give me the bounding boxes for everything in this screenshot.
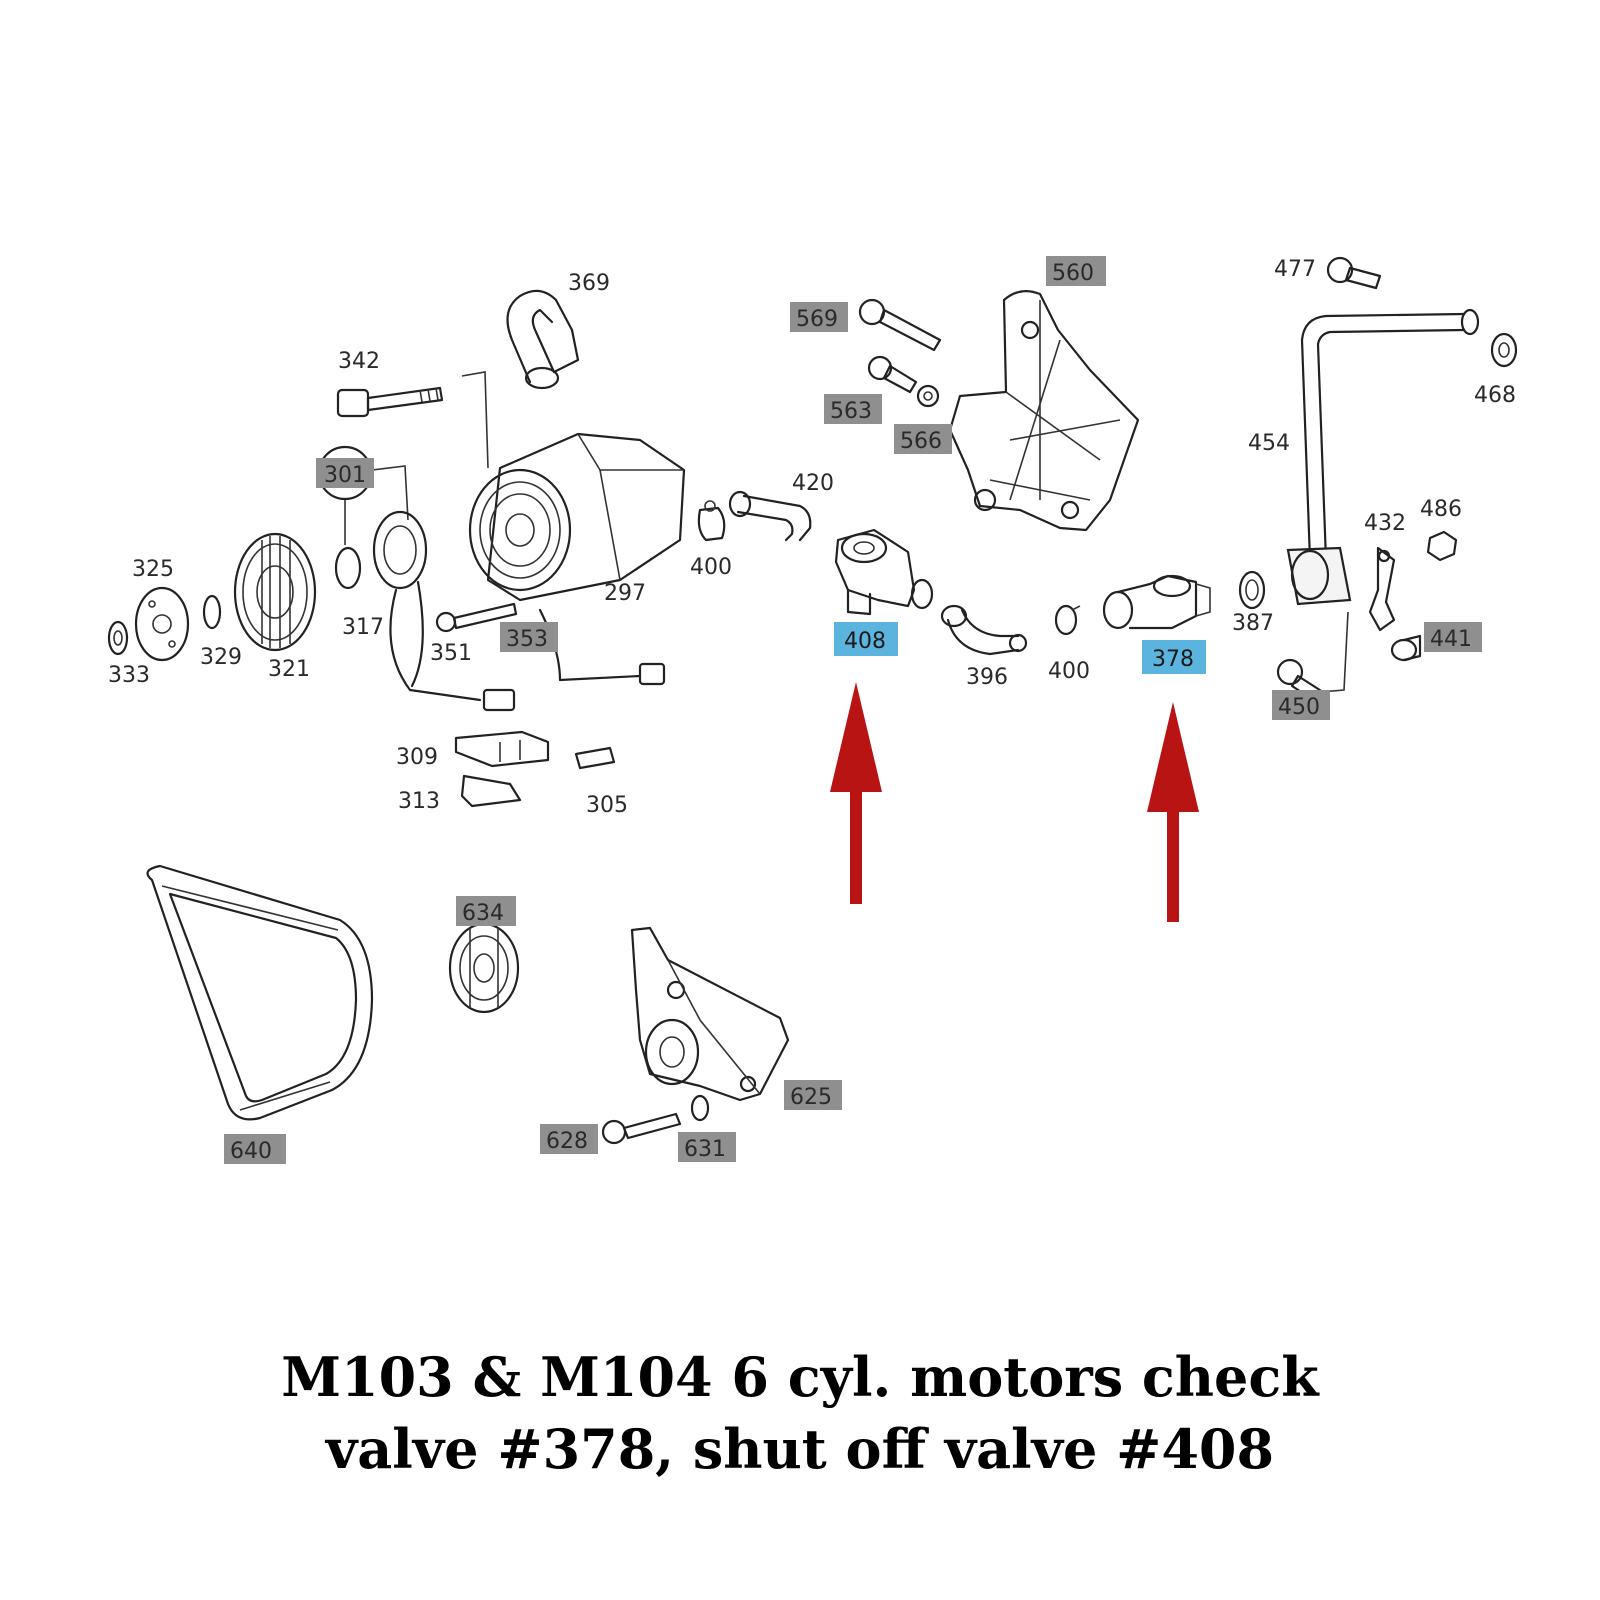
label-477: 477 <box>1274 257 1316 282</box>
label-420: 420 <box>792 471 834 496</box>
washer-468 <box>1490 332 1518 368</box>
washer-631 <box>690 1094 710 1122</box>
clamp-400a <box>697 500 726 542</box>
snapring-317 <box>334 546 362 590</box>
label-351: 351 <box>430 641 472 666</box>
label-353: 353 <box>506 627 548 652</box>
clip-313 <box>460 774 522 808</box>
label-640: 640 <box>230 1139 272 1164</box>
hose-420 <box>728 490 812 542</box>
label-highlights <box>224 256 1482 1164</box>
caption-line-2: valve #378, shut off valve #408 <box>325 1417 1275 1481</box>
label-396: 396 <box>966 665 1008 690</box>
label-563: 563 <box>830 399 872 424</box>
bolt-563 <box>867 355 918 394</box>
label-631: 631 <box>684 1137 726 1162</box>
pipe-454 <box>1286 308 1480 606</box>
label-297: 297 <box>604 581 646 606</box>
hose-396 <box>940 604 1028 656</box>
nut-486 <box>1426 530 1458 562</box>
bolt-351 <box>435 602 518 633</box>
washer-566 <box>916 384 940 408</box>
belt-640 <box>146 864 374 1121</box>
bracket-560 <box>948 289 1140 532</box>
label-387: 387 <box>1232 611 1274 636</box>
hose-369 <box>506 289 580 390</box>
label-369: 369 <box>568 271 610 296</box>
clamp-400b <box>1054 604 1081 636</box>
label-378: 378 <box>1152 647 1194 672</box>
label-408: 408 <box>844 629 886 654</box>
label-301: 301 <box>324 463 366 488</box>
clutch-coil <box>372 510 482 702</box>
bolt-342 <box>336 386 444 418</box>
arrow-378 <box>1147 702 1199 922</box>
label-400a: 400 <box>690 555 732 580</box>
label-634: 634 <box>462 901 504 926</box>
compressor-297 <box>461 371 686 602</box>
label-313: 313 <box>398 789 440 814</box>
pulley-321 <box>233 532 317 652</box>
cap-441 <box>1390 634 1422 662</box>
bolt-569 <box>858 298 942 352</box>
ring-329 <box>202 594 222 630</box>
switch-309 <box>454 730 550 768</box>
label-305: 305 <box>586 793 628 818</box>
label-450: 450 <box>1278 695 1320 720</box>
label-317: 317 <box>342 615 384 640</box>
label-325: 325 <box>132 557 174 582</box>
label-333: 333 <box>108 663 150 688</box>
tensioner-625 <box>630 926 790 1102</box>
label-329: 329 <box>200 645 242 670</box>
label-432: 432 <box>1364 511 1406 536</box>
label-569: 569 <box>796 307 838 332</box>
label-486: 486 <box>1420 497 1462 522</box>
seal-387 <box>1238 570 1266 610</box>
pulley-634 <box>448 922 520 1014</box>
bolt-477 <box>1326 256 1382 290</box>
label-321: 321 <box>268 657 310 682</box>
valve-378 <box>1102 574 1211 630</box>
pin-305 <box>574 746 616 770</box>
caption-line-1: M103 & M104 6 cyl. motors check <box>281 1345 1319 1409</box>
label-468: 468 <box>1474 383 1516 408</box>
label-400b: 400 <box>1048 659 1090 684</box>
label-454: 454 <box>1248 431 1290 456</box>
label-309: 309 <box>396 745 438 770</box>
label-625: 625 <box>790 1085 832 1110</box>
label-566: 566 <box>900 429 942 454</box>
part-labels: 369 342 569 560 477 563 566 468 454 301 … <box>108 257 1516 1164</box>
label-560: 560 <box>1052 261 1094 286</box>
flange-325 <box>134 586 190 662</box>
arrow-408 <box>830 682 882 904</box>
valve-408 <box>834 528 934 616</box>
nut-333 <box>107 620 129 656</box>
bracket-432 <box>1368 546 1396 632</box>
label-342: 342 <box>338 349 380 374</box>
label-441: 441 <box>1430 627 1472 652</box>
bolt-628 <box>601 1112 682 1145</box>
label-628: 628 <box>546 1129 588 1154</box>
